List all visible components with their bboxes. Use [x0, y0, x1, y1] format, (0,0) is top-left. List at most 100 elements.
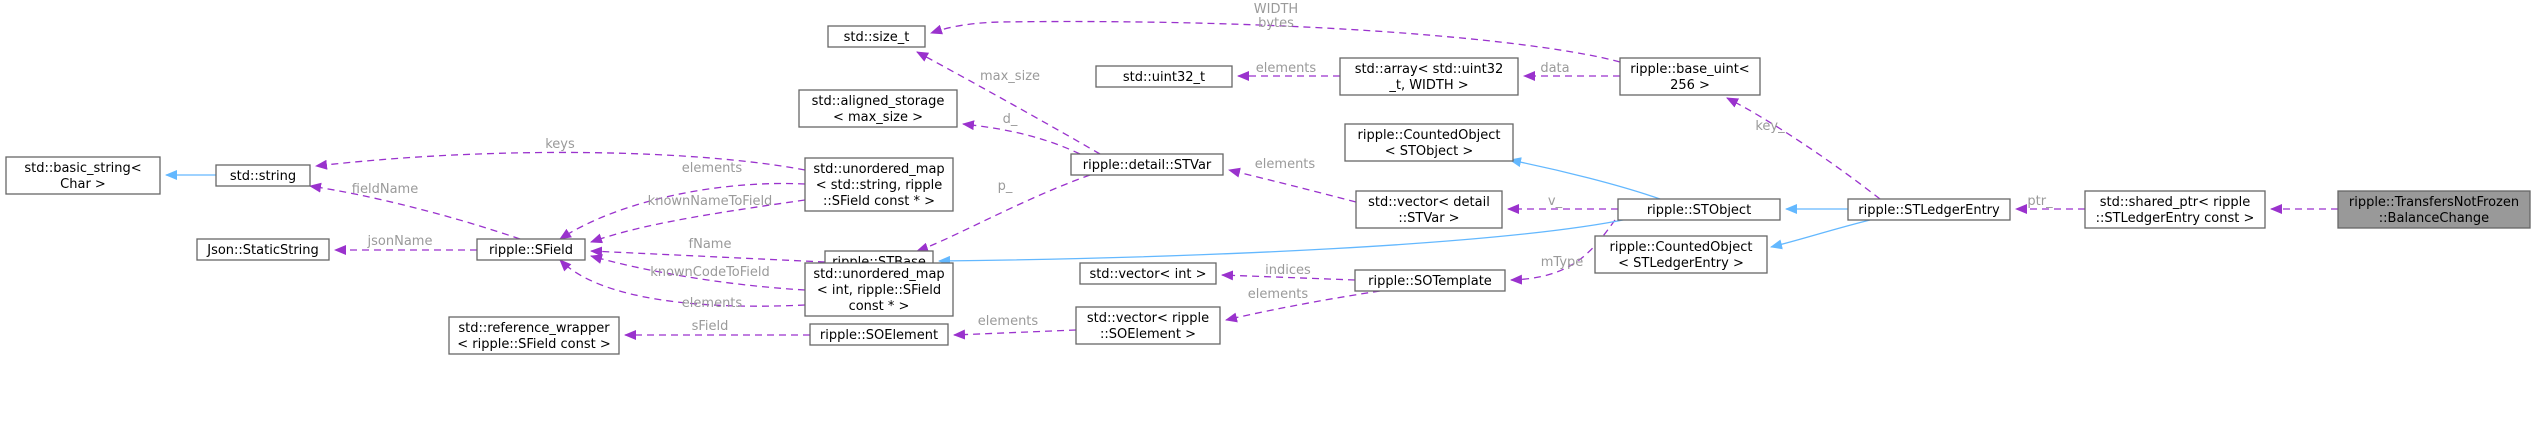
node-label: ::SOElement > [1100, 327, 1196, 342]
edge-label-max-size: max_size [980, 69, 1040, 84]
node-box [5, 156, 161, 195]
usage-edge-e22 [559, 182, 806, 240]
class-node-sotemplate[interactable]: ripple::SOTemplate [1354, 269, 1506, 292]
node-label: ripple::CountedObject [1357, 128, 1500, 143]
edge-label-elements: elements [1256, 61, 1317, 76]
class-node-stledgerentry[interactable]: ripple::STLedgerEntry [1847, 198, 2011, 221]
inheritance-edge-e4 [1770, 219, 1871, 250]
node-label: ripple::CountedObject [1609, 240, 1752, 255]
class-node-soelement[interactable]: ripple::SOElement [809, 323, 949, 346]
usage-edge-e17 [1221, 270, 1356, 281]
node-label: const * > [849, 299, 910, 314]
node-box [1344, 123, 1514, 162]
node-label: std::aligned_storage [812, 94, 945, 109]
edge-label-key: key_ [1755, 119, 1785, 134]
class-node-vector-stvar[interactable]: std::vector< detail::STVar > [1355, 190, 1503, 229]
class-node-refwrap[interactable]: std::reference_wrapper< ripple::SField c… [448, 316, 620, 355]
node-box [1594, 235, 1768, 274]
edge-labels-layer: lineptr_key_dataWIDTHbyteselementsv_mTyp… [352, 2, 2388, 334]
node-box [809, 323, 949, 346]
edge-label-elements: elements [1248, 287, 1309, 302]
node-label: std::vector< ripple [1087, 311, 1209, 326]
edge-label-v: v_ [1548, 194, 1563, 209]
edge-label-data: data [1540, 61, 1569, 76]
edge-label-knowncodetofield: knownCodeToField [650, 265, 770, 280]
usage-edge-e13 [1228, 167, 1357, 203]
node-box [827, 25, 926, 48]
class-node-aligned[interactable]: std::aligned_storage< max_size > [798, 89, 958, 128]
node-label: ripple::STObject [1647, 203, 1751, 218]
class-node-sfield[interactable]: ripple::SField [476, 238, 586, 261]
node-box [1617, 198, 1781, 221]
node-label: std::shared_ptr< ripple [2100, 195, 2250, 210]
node-label: < STLedgerEntry > [1618, 256, 1744, 271]
class-node-counted-stobject[interactable]: ripple::CountedObject< STObject > [1344, 123, 1514, 162]
node-label: Json::StaticString [206, 243, 319, 258]
node-label: < std::string, ripple [816, 178, 943, 193]
usage-edge-e14 [916, 51, 1101, 155]
nodes-layer: ripple::TransfersNotFrozen::BalanceChang… [5, 25, 2531, 355]
class-node-staticstring[interactable]: Json::StaticString [196, 238, 330, 261]
class-node-size-t[interactable]: std::size_t [827, 25, 926, 48]
node-box [2084, 190, 2266, 229]
class-node-vector-int[interactable]: std::vector< int > [1079, 262, 1217, 285]
class-node-base-uint[interactable]: ripple::base_uint<256 > [1619, 57, 1761, 96]
inheritance-edge-e12 [938, 218, 1629, 266]
node-label: Char > [60, 177, 106, 192]
class-node-basic-string[interactable]: std::basic_string<Char > [5, 156, 161, 195]
node-box [1354, 269, 1506, 292]
node-box [1847, 198, 2011, 221]
edge-label-ptr: ptr_ [2027, 194, 2053, 209]
usage-edge-e25 [315, 151, 806, 171]
edge-label-elements: elements [978, 314, 1039, 329]
usage-edge-e26 [309, 182, 521, 240]
class-node-counted-stledger[interactable]: ripple::CountedObject< STLedgerEntry > [1594, 235, 1768, 274]
edge-label-keys: keys [545, 137, 575, 152]
edge-label-bytes: bytes [1258, 16, 1294, 31]
node-box [1079, 262, 1217, 285]
usage-edge-e15 [962, 120, 1081, 155]
class-node-stvar[interactable]: ripple::detail::STVar [1070, 153, 1224, 176]
node-label: ::SField const * > [823, 194, 935, 209]
class-node-string[interactable]: std::string [215, 164, 311, 187]
node-box [196, 238, 330, 261]
node-label: ::BalanceChange [2379, 211, 2489, 226]
usage-edge-e24 [559, 259, 806, 307]
node-label: ripple::STLedgerEntry [1858, 203, 2000, 218]
class-node-shared-ptr[interactable]: std::shared_ptr< ripple::STLedgerEntry c… [2084, 190, 2266, 229]
inheritance-edge-e9 [1509, 157, 1661, 200]
class-node-stobject[interactable]: ripple::STObject [1617, 198, 1781, 221]
node-box [1075, 306, 1221, 345]
edge-label-indices: indices [1265, 263, 1311, 278]
node-label: std::size_t [844, 30, 910, 45]
usage-edge-e23 [590, 254, 806, 291]
edge-label-knownnametofield: knownNameToField [648, 194, 773, 209]
node-label: < int, ripple::SField [817, 283, 941, 298]
edge-label-mtype: mType [1541, 255, 1584, 270]
node-box [215, 164, 311, 187]
node-label: std::unordered_map [813, 162, 944, 177]
node-box [1339, 57, 1519, 96]
node-box [798, 89, 958, 128]
edge-label-width: WIDTH [1254, 2, 1298, 17]
class-node-vector-soel[interactable]: std::vector< ripple::SOElement > [1075, 306, 1221, 345]
class-node-transfers[interactable]: ripple::TransfersNotFrozen::BalanceChang… [2337, 190, 2531, 229]
node-label: < max_size > [833, 110, 923, 125]
node-label: ::STVar > [1398, 211, 1459, 226]
edges-layer [165, 20, 2338, 340]
node-box [1095, 65, 1233, 88]
class-node-array[interactable]: std::array< std::uint32_t, WIDTH > [1339, 57, 1519, 96]
node-label: std::reference_wrapper [458, 321, 610, 336]
node-box [804, 157, 954, 212]
node-box [804, 262, 954, 317]
node-label: ripple::TransfersNotFrozen [2349, 195, 2519, 210]
edge-label-elements: elements [682, 161, 743, 176]
usage-edge-e16 [916, 174, 1091, 253]
node-box [476, 238, 586, 261]
class-node-umap-str[interactable]: std::unordered_map< std::string, ripple:… [804, 157, 954, 212]
node-label: std::vector< detail [1368, 195, 1490, 210]
usage-edge-e20 [590, 246, 826, 263]
class-node-umap-int[interactable]: std::unordered_map< int, ripple::SFieldc… [804, 262, 954, 317]
class-node-uint32[interactable]: std::uint32_t [1095, 65, 1233, 88]
